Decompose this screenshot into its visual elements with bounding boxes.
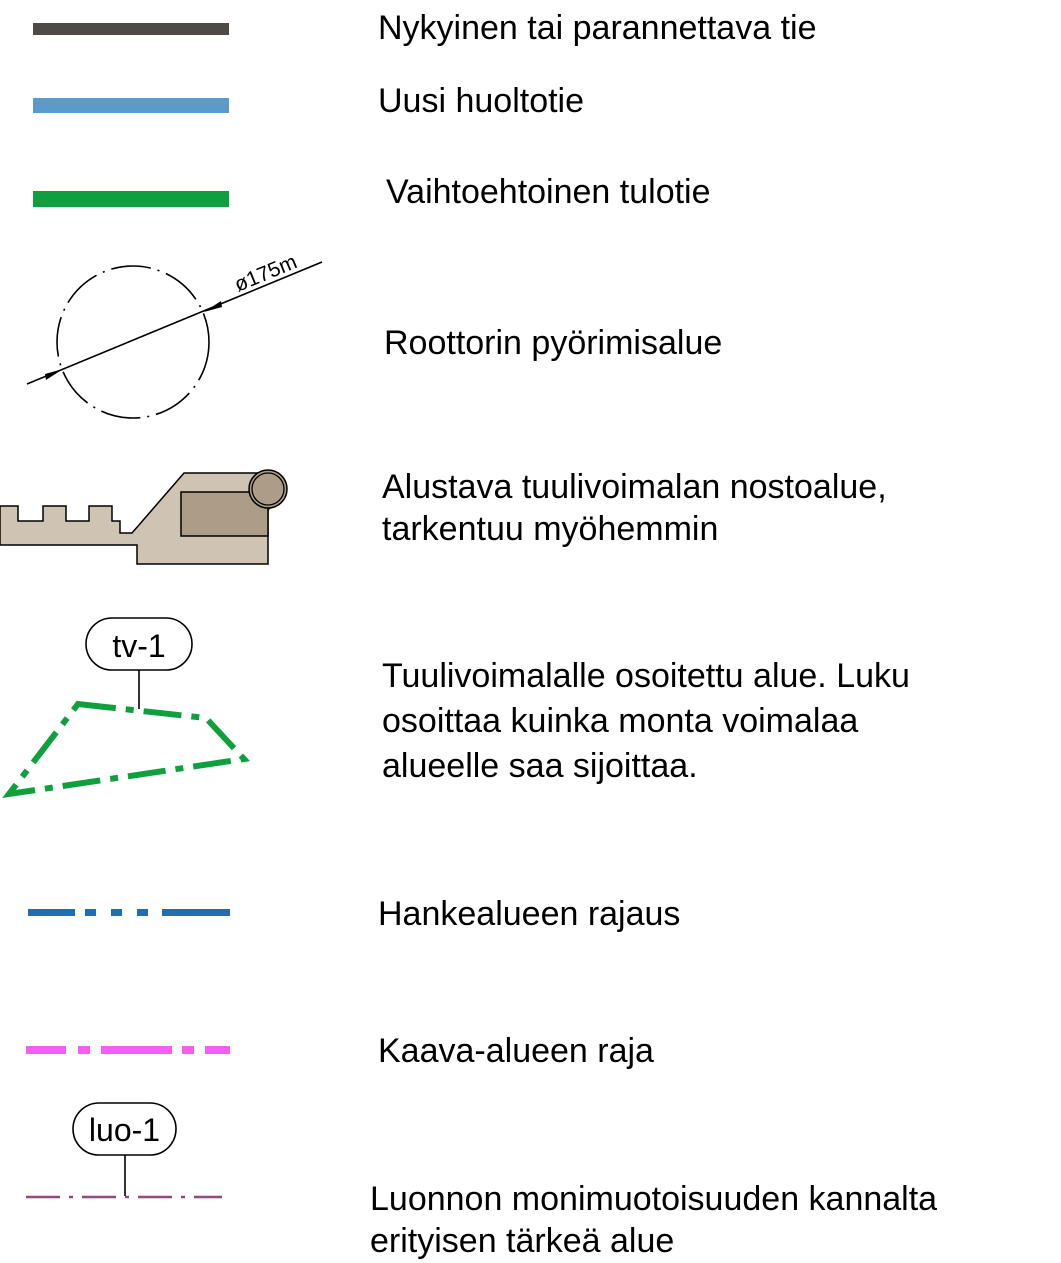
- turbine-area-label-3: alueelle saa sijoittaa.: [382, 747, 698, 785]
- lifting-area-label-1: Alustava tuulivoimalan nostoalue,: [382, 468, 887, 506]
- rotor-dimension-label: ø175m: [231, 250, 300, 296]
- plan-boundary-dash-2: [101, 1046, 172, 1054]
- rotor-area-label: Roottorin pyörimisalue: [384, 324, 723, 362]
- rotor-area-symbol: ø175m: [26, 250, 323, 419]
- turbine-tag-text: tv-1: [112, 628, 165, 664]
- existing-road-label: Nykyinen tai parannettava tie: [378, 9, 817, 47]
- nature-area-label-2: erityisen tärkeä alue: [370, 1222, 675, 1260]
- new-service-road-label: Uusi huoltotie: [378, 82, 585, 120]
- alternative-access-road-line: [33, 191, 229, 207]
- project-boundary-dot-2: [111, 909, 122, 916]
- alternative-access-road-symbol: [33, 191, 229, 207]
- nature-area-label-1: Luonnon monimuotoisuuden kannalta: [370, 1180, 938, 1218]
- new-service-road-line: [33, 98, 229, 113]
- nature-area-symbol: luo-1: [26, 1102, 222, 1199]
- existing-road-symbol: [33, 23, 229, 35]
- turbine-area-outline: [2, 700, 251, 799]
- nature-tag-text: luo-1: [89, 1112, 160, 1148]
- turbine-area-label-2: osoittaa kuinka monta voimalaa: [382, 702, 859, 740]
- turbine-foundation: [248, 469, 288, 509]
- project-boundary-symbol: [28, 909, 230, 916]
- turbine-area-symbol: tv-1: [2, 617, 251, 799]
- diameter-line: [26, 261, 323, 385]
- plan-boundary-symbol: [26, 1046, 230, 1054]
- new-service-road-symbol: [33, 98, 229, 113]
- rotor-circle: [56, 265, 210, 419]
- plan-boundary-dash-1: [26, 1046, 66, 1054]
- project-boundary-dot-1: [85, 909, 96, 916]
- plan-boundary-dot-1: [78, 1046, 90, 1054]
- arrowhead-right: [204, 301, 222, 312]
- plan-boundary-label: Kaava-alueen raja: [378, 1032, 654, 1070]
- turbine-area-label-1: Tuulivoimalalle osoitettu alue. Luku: [382, 657, 910, 695]
- arrowhead-left: [45, 369, 63, 380]
- lifting-area-label-2: tarkentuu myöhemmin: [382, 510, 719, 548]
- project-boundary-label: Hankealueen rajaus: [378, 895, 681, 933]
- project-boundary-dash-2: [162, 909, 230, 916]
- plan-boundary-dot-2: [182, 1046, 194, 1054]
- project-boundary-dot-3: [137, 909, 148, 916]
- plan-boundary-dash-3: [205, 1046, 230, 1054]
- alternative-access-road-label: Vaihtoehtoinen tulotie: [386, 173, 711, 211]
- lifting-area-symbol: [0, 469, 288, 565]
- turbine-foundation-inner: [251, 472, 285, 506]
- existing-road-line: [33, 23, 229, 35]
- project-boundary-dash-1: [28, 909, 75, 916]
